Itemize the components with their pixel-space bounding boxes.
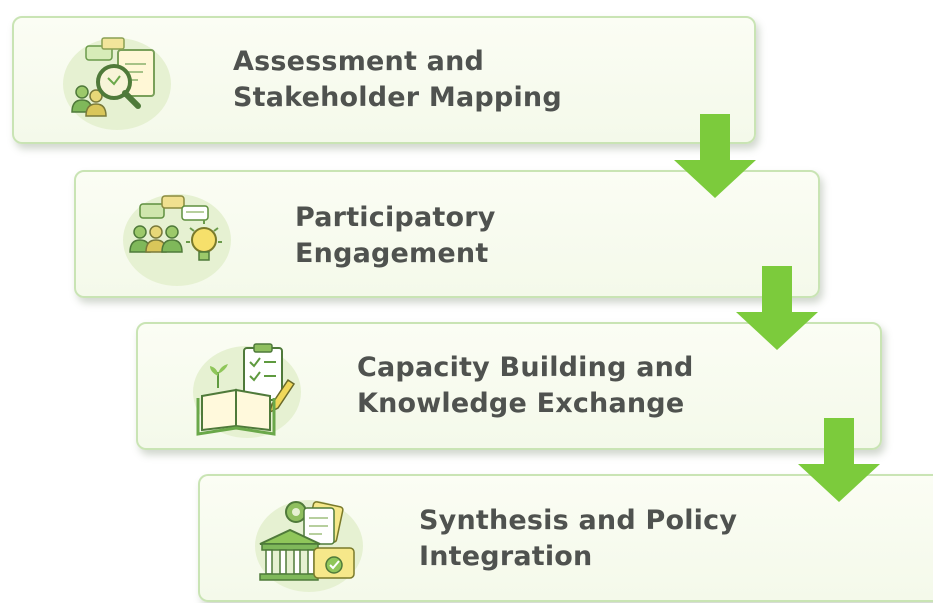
step-card-synthesis: Synthesis and Policy Integration [198,474,933,602]
step-title-assessment: Assessment and Stakeholder Mapping [233,44,562,116]
step-card-capacity: Capacity Building and Knowledge Exchange [136,322,882,450]
participation-people-icon [118,184,236,292]
step-title-line2: Engagement [295,238,489,269]
assessment-magnifier-icon [58,26,176,134]
capacity-book-icon [188,336,306,444]
step-card-participatory: Participatory Engagement [74,170,820,298]
step-title-line1: Synthesis and Policy [419,505,738,536]
arrow-down-icon [674,114,756,198]
step-title-line2: Knowledge Exchange [357,388,685,419]
step-card-assessment: Assessment and Stakeholder Mapping [12,16,756,144]
step-title-synthesis: Synthesis and Policy Integration [419,503,737,575]
arrow-down-icon [798,418,880,502]
step-title-line2: Stakeholder Mapping [233,82,562,113]
step-title-line1: Participatory [295,202,496,233]
step-title-line1: Capacity Building and [357,352,694,383]
step-title-capacity: Capacity Building and Knowledge Exchange [357,350,694,422]
policy-building-icon [250,490,368,598]
arrow-down-icon [736,266,818,350]
step-title-participatory: Participatory Engagement [295,200,496,272]
step-title-line2: Integration [419,541,593,572]
step-title-line1: Assessment and [233,46,485,77]
